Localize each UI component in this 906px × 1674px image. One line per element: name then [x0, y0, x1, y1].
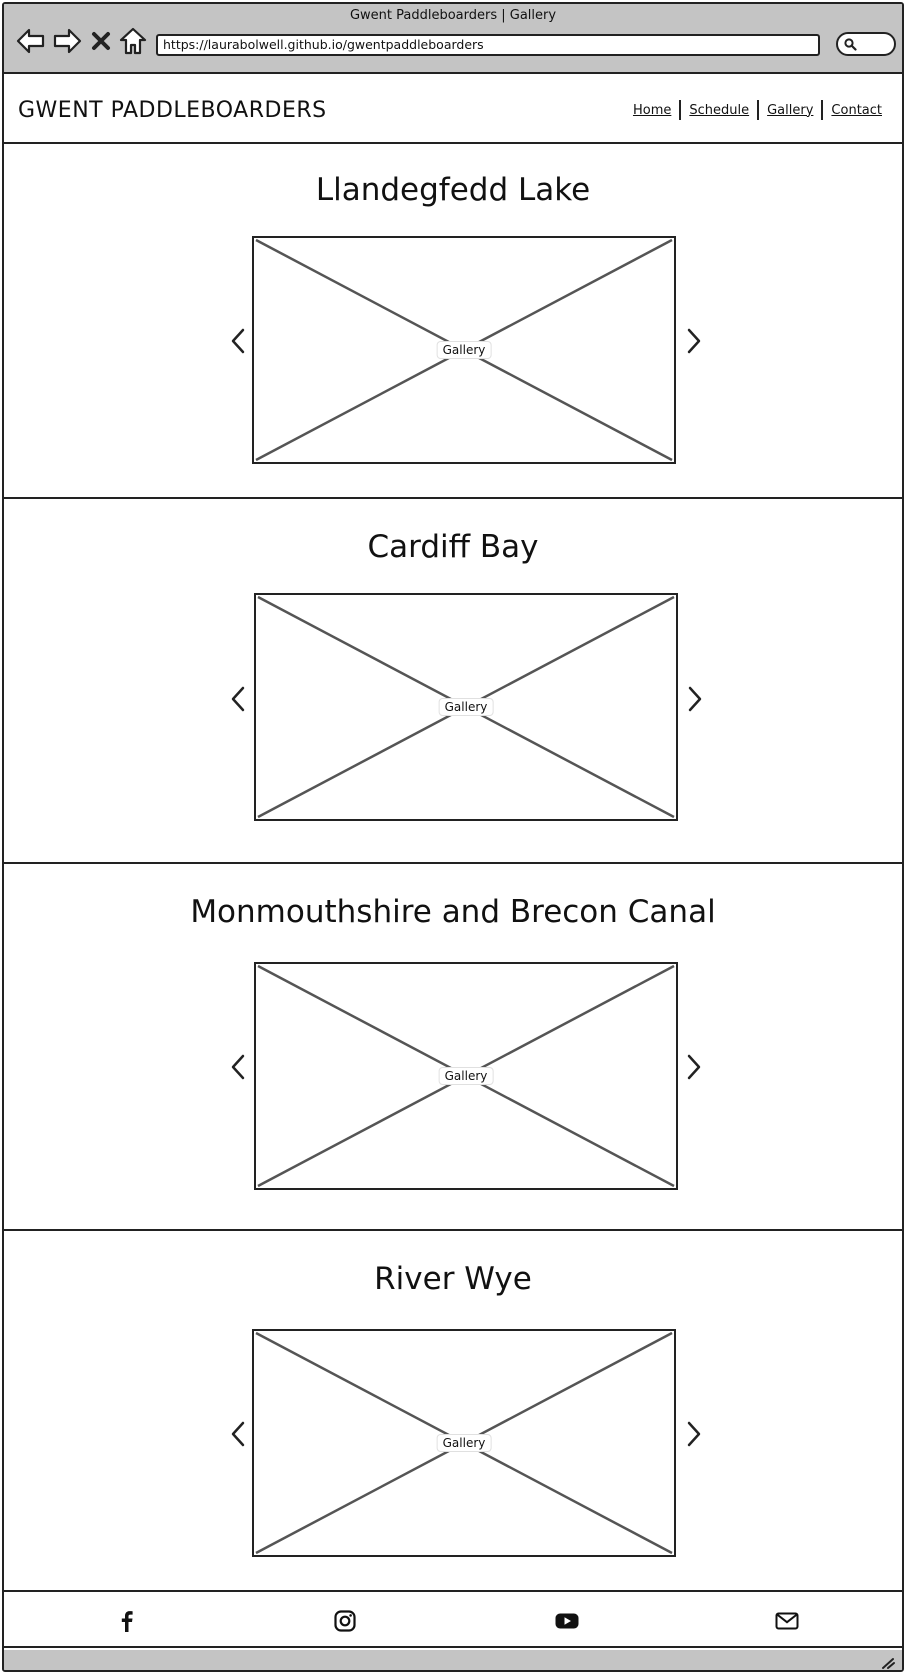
chevron-right-icon: [687, 1421, 701, 1447]
image-placeholder: Gallery: [252, 1329, 676, 1557]
site-footer: [4, 1592, 902, 1648]
forward-arrow-icon[interactable]: [52, 26, 82, 56]
chevron-right-icon: [687, 1054, 701, 1080]
nav-gallery[interactable]: Gallery: [767, 102, 814, 118]
carousel-prev-button[interactable]: [228, 1052, 248, 1082]
image-label: Gallery: [437, 1435, 491, 1451]
image-placeholder: Gallery: [254, 962, 678, 1190]
carousel-prev-button[interactable]: [228, 326, 248, 356]
carousel-prev-button[interactable]: [228, 684, 248, 714]
facebook-icon[interactable]: [114, 1608, 140, 1634]
chevron-left-icon: [231, 686, 245, 712]
carousel-next-button[interactable]: [684, 326, 704, 356]
image-label: Gallery: [439, 1068, 493, 1084]
chevron-left-icon: [231, 1054, 245, 1080]
nav-divider: [821, 100, 824, 120]
image-placeholder: Gallery: [252, 236, 676, 464]
section-title: River Wye: [374, 1261, 532, 1297]
nav-schedule[interactable]: Schedule: [689, 102, 750, 118]
chevron-left-icon: [231, 328, 245, 354]
site-header: GWENT PADDLEBOARDERS Home Schedule Galle…: [4, 74, 902, 144]
address-bar[interactable]: https://laurabolwell.github.io/gwentpadd…: [156, 34, 820, 56]
carousel-next-button[interactable]: [684, 1052, 704, 1082]
carousel-next-button[interactable]: [685, 684, 705, 714]
chevron-right-icon: [688, 686, 702, 712]
email-icon[interactable]: [774, 1608, 800, 1634]
nav-contact[interactable]: Contact: [831, 102, 882, 118]
resize-grip-icon[interactable]: [880, 1656, 896, 1670]
section-title: Llandegfedd Lake: [315, 172, 591, 208]
nav-home[interactable]: Home: [632, 102, 672, 118]
gallery-section-llandegfedd: Llandegfedd Lake Gallery: [4, 144, 902, 499]
youtube-icon[interactable]: [554, 1608, 580, 1634]
chevron-right-icon: [687, 328, 701, 354]
window-title: Gwent Paddleboarders | Gallery: [349, 8, 557, 23]
chevron-left-icon: [231, 1421, 245, 1447]
back-arrow-icon[interactable]: [16, 26, 46, 56]
gallery-section-monmouthshire-brecon-canal: Monmouthshire and Brecon Canal Gallery: [4, 866, 902, 1231]
carousel-next-button[interactable]: [684, 1419, 704, 1449]
home-icon[interactable]: [118, 26, 148, 56]
gallery-section-cardiff-bay: Cardiff Bay Gallery: [4, 501, 902, 864]
browser-chrome: Gwent Paddleboarders | Gallery https://l…: [4, 4, 902, 74]
nav-divider: [679, 100, 682, 120]
gallery-section-river-wye: River Wye Gallery: [4, 1233, 902, 1592]
image-placeholder: Gallery: [254, 593, 678, 821]
section-title: Cardiff Bay: [367, 529, 539, 565]
image-label: Gallery: [437, 342, 491, 358]
image-label: Gallery: [439, 699, 493, 715]
main-nav: Home Schedule Gallery Contact: [625, 100, 890, 120]
browser-search[interactable]: [836, 32, 896, 56]
carousel-prev-button[interactable]: [228, 1419, 248, 1449]
site-logo[interactable]: GWENT PADDLEBOARDERS: [18, 98, 327, 123]
browser-status-bar: [4, 1650, 902, 1670]
search-icon: [844, 38, 857, 51]
nav-divider: [757, 100, 760, 120]
close-icon[interactable]: [90, 26, 112, 56]
instagram-icon[interactable]: [332, 1608, 358, 1634]
section-title: Monmouthshire and Brecon Canal: [190, 894, 716, 930]
